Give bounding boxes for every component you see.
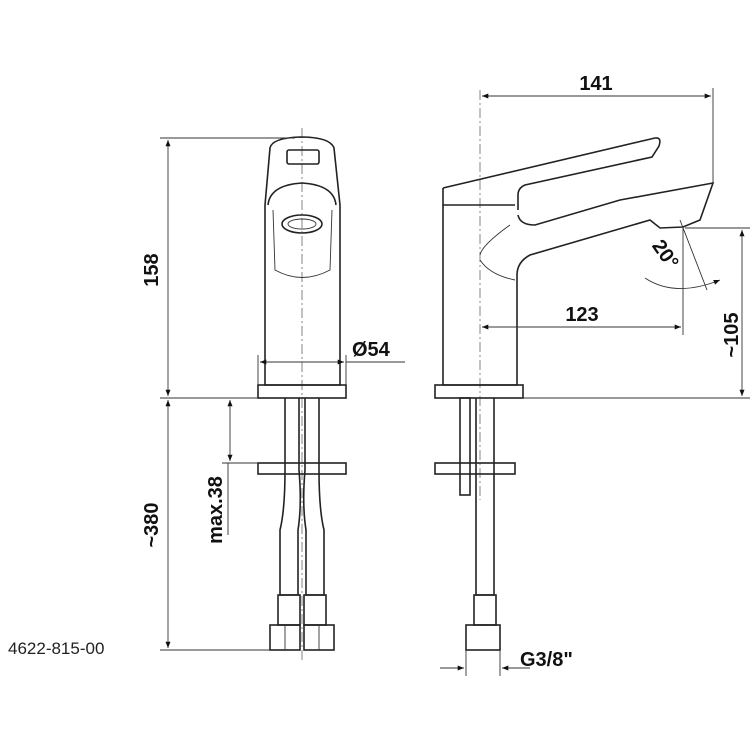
part-number: 4622-815-00: [8, 639, 104, 658]
dim-spout-reach: 123: [565, 304, 598, 326]
dim-connection-thread: G3/8": [520, 649, 573, 671]
front-view: [160, 128, 405, 660]
aerator-icon: [281, 214, 323, 234]
dim-angle: 20°: [647, 236, 682, 273]
dim-total-depth: 141: [579, 73, 612, 95]
side-view: [434, 88, 750, 676]
dim-total-height: 158: [141, 253, 163, 286]
dim-hose-length: ~380: [141, 502, 163, 547]
dim-max-thickness: max.38: [205, 476, 227, 544]
dim-spout-height: ~105: [721, 312, 743, 357]
dim-base-diameter: Ø54: [352, 339, 391, 361]
